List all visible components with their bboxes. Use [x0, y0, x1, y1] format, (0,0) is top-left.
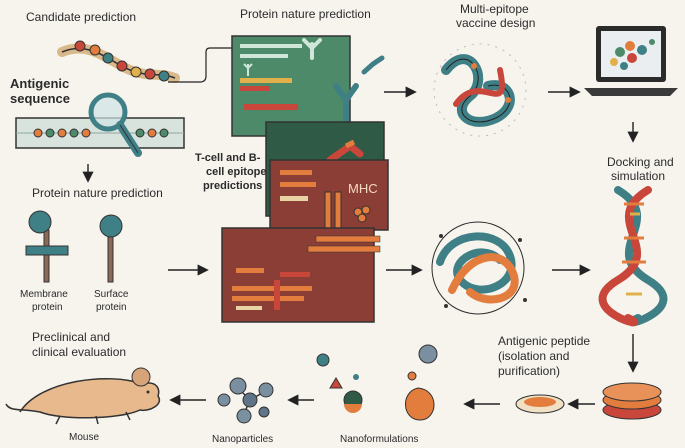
protein-prediction-panel	[231, 35, 351, 137]
nanoparticles-label: Nanoparticles	[212, 434, 274, 445]
antigen-structure-icon	[431, 221, 527, 315]
laptop-icon	[584, 26, 678, 96]
surface-protein-icon	[99, 214, 123, 283]
dna-helix-icon	[598, 186, 668, 327]
antigenic-label-line2: sequence	[10, 91, 70, 106]
peptide-dish-icon	[515, 394, 565, 414]
surface-protein-label-line2: protein	[96, 302, 127, 313]
multi-epitope-label-line1: Multi-epitope	[460, 2, 529, 16]
candidate-prediction-label: Candidate prediction	[26, 10, 137, 24]
membrane-protein-label-line1: Membrane	[20, 289, 68, 300]
nanoformulations-icon	[316, 344, 438, 421]
membrane-protein-label-line2: protein	[32, 302, 63, 313]
preclinical-label-line2: clinical evaluation	[32, 345, 127, 359]
epitope-prediction-label-line2: cell epitope	[206, 166, 267, 178]
docking-label-line1: Docking and	[607, 155, 674, 169]
vaccine-protein-icon	[433, 43, 527, 137]
receptor-icon	[324, 191, 371, 231]
antibody-icon	[333, 55, 385, 125]
antigenic-peptide-label-line1: Antigenic peptide	[498, 334, 591, 348]
antigenic-peptide-label-line3: purification)	[498, 364, 561, 378]
mouse-label: Mouse	[69, 432, 100, 443]
epitope-prediction-label-line1: T-cell and B-	[195, 152, 261, 164]
nanoparticles-icon	[217, 377, 274, 424]
multi-epitope-label-line2: vaccine design	[456, 16, 536, 30]
peptide-chain-icon	[57, 40, 180, 83]
protein-nature-prediction-top-label: Protein nature prediction	[240, 7, 371, 21]
membrane-protein-icon	[25, 210, 69, 283]
connector-line	[168, 47, 232, 83]
antigenic-label-line1: Antigenic	[10, 76, 70, 91]
flow-arrows	[82, 86, 639, 410]
docking-label-line2: simulation	[611, 169, 666, 183]
analysis-panel	[221, 227, 381, 323]
nanoformulations-label: Nanoformulations	[340, 434, 419, 445]
antigenic-peptide-label-line2: (isolation and	[498, 349, 570, 363]
preclinical-label-line1: Preclinical and	[32, 330, 111, 344]
petri-dish-icon	[602, 382, 662, 420]
magnifier-icon	[88, 92, 142, 157]
mouse-icon	[5, 367, 161, 425]
mhc-label: MHC	[348, 181, 378, 196]
protein-nature-prediction-left-label: Protein nature prediction	[32, 186, 163, 200]
epitope-prediction-label-line3: predictions	[203, 180, 263, 192]
surface-protein-label-line1: Surface	[94, 289, 129, 300]
